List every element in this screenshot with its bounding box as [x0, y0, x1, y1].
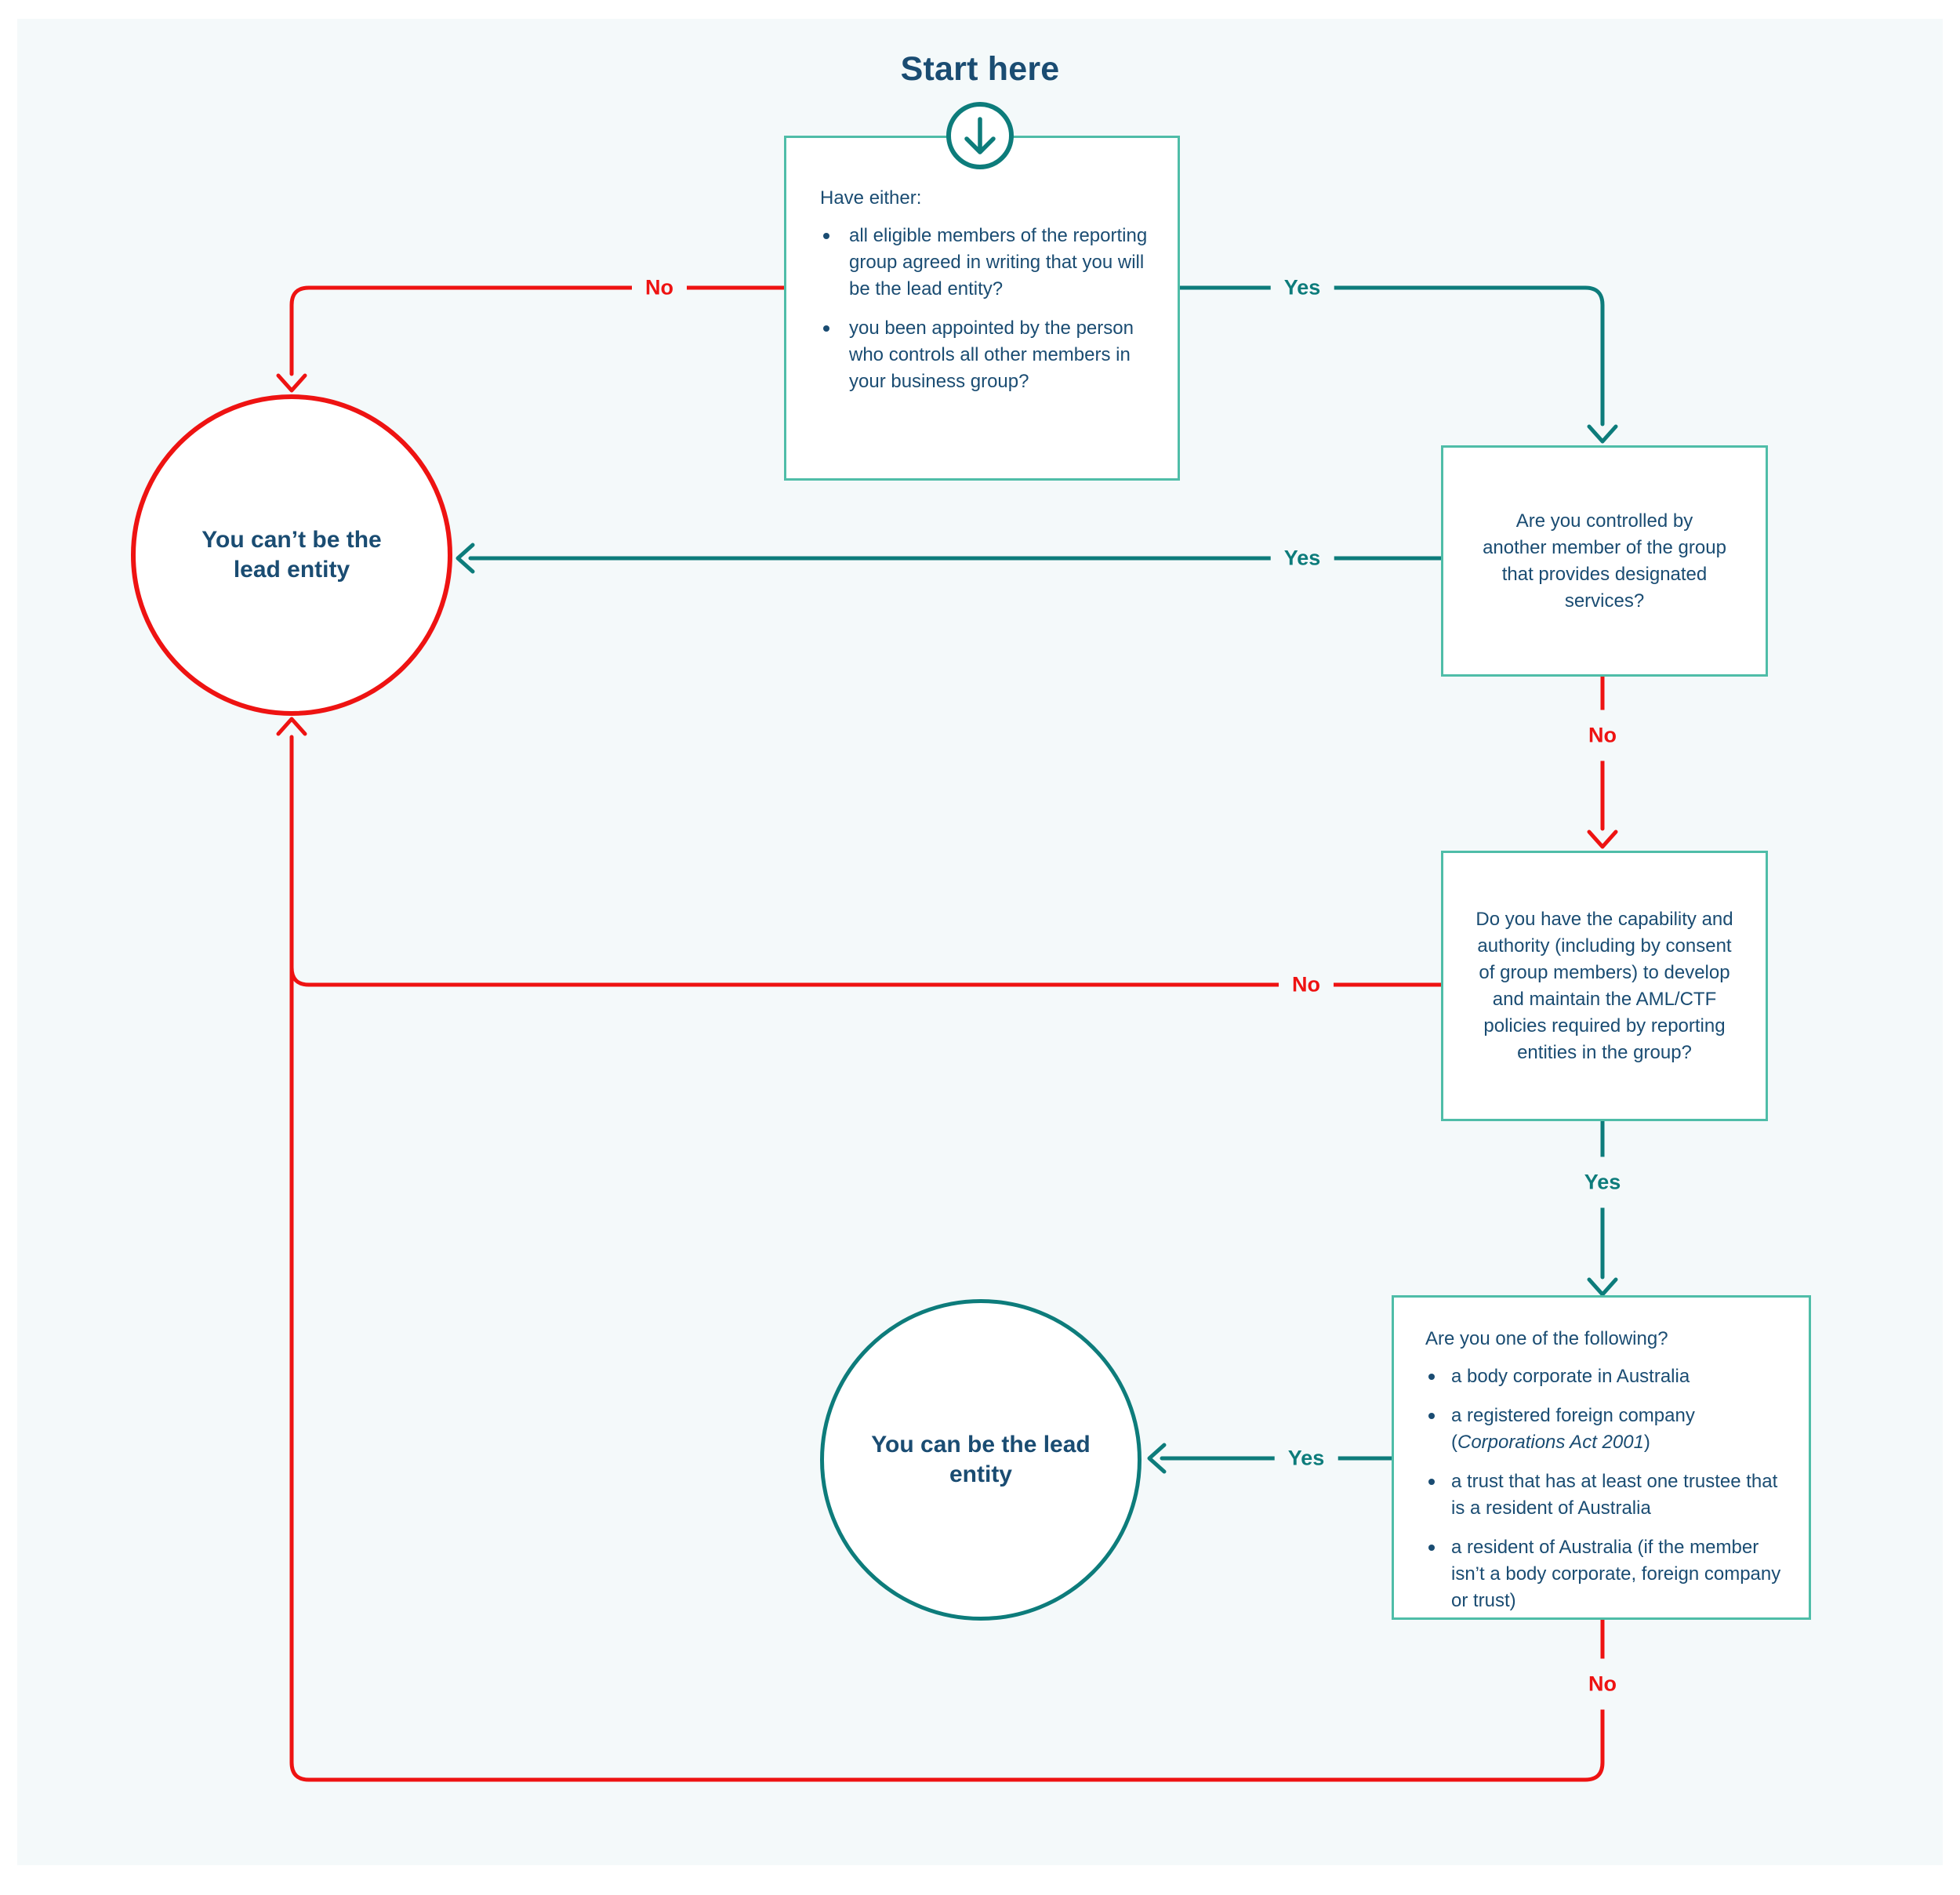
question-text: Do you have the capability and authority…	[1475, 908, 1733, 1063]
outcome-text: You can be the lead entity	[871, 1432, 1091, 1487]
edge-label-q1-no: No	[632, 274, 687, 302]
arrowhead-left-icon	[456, 543, 475, 574]
edge-q1-no-line	[289, 285, 786, 376]
list-item: a trust that has at least one trustee th…	[1425, 1468, 1785, 1522]
arrowhead-down-icon	[1587, 830, 1618, 849]
question-box-capability-authority: Do you have the capability and authority…	[1441, 851, 1768, 1121]
bullet-text: a resident of Australia (if the member i…	[1451, 1537, 1781, 1611]
question-box-have-either: Have either: all eligible members of the…	[784, 136, 1180, 481]
bullet-list: a body corporate in Australia a register…	[1425, 1363, 1785, 1614]
arrowhead-up-icon	[276, 717, 307, 736]
edge-label-q3-no: No	[1279, 971, 1334, 999]
outcome-text: You can’t be the lead entity	[201, 527, 382, 583]
bullet-list: all eligible members of the reporting gr…	[820, 223, 1148, 395]
list-item: a registered foreign company (Corporatio…	[1425, 1403, 1785, 1456]
outcome-cant-be-lead-entity: You can’t be the lead entity	[131, 394, 452, 716]
bullet-text: )	[1643, 1432, 1650, 1453]
edge-q1-yes-line	[1178, 285, 1605, 427]
bullet-dot-icon	[823, 325, 829, 332]
bullet-dot-icon	[1428, 1545, 1435, 1551]
edge-label-q4-no: No	[1581, 1658, 1624, 1710]
question-intro: Have either:	[820, 187, 922, 209]
bullet-text-italic: Corporations Act 2001	[1457, 1432, 1644, 1453]
edge-label-q3-yes: Yes	[1577, 1156, 1628, 1208]
list-item: a resident of Australia (if the member i…	[1425, 1534, 1785, 1614]
outcome-can-be-lead-entity: You can be the lead entity	[820, 1299, 1142, 1621]
arrowhead-down-icon	[276, 373, 307, 393]
edge-q3-no-line	[289, 965, 1443, 987]
bullet-dot-icon	[1428, 1374, 1435, 1380]
edge-label-q2-no: No	[1581, 710, 1624, 761]
bullet-text: a body corporate in Australia	[1451, 1366, 1690, 1387]
edge-label-q1-yes: Yes	[1270, 274, 1334, 302]
question-text: Are you controlled by another member of …	[1483, 510, 1726, 612]
page-title: Start here	[900, 50, 1060, 88]
bullet-text: all eligible members of the reporting gr…	[849, 225, 1148, 299]
start-down-arrow-icon	[946, 102, 1014, 169]
edge-label-q2-yes: Yes	[1270, 544, 1334, 572]
edge-q4-no-loop-line	[289, 735, 1605, 1782]
arrowhead-left-icon	[1147, 1443, 1167, 1474]
list-item: you been appointed by the person who con…	[820, 315, 1148, 395]
icon-arrow	[964, 117, 996, 154]
bullet-text: a registered foreign company (	[1451, 1405, 1695, 1453]
question-intro: Are you one of the following?	[1425, 1328, 1668, 1349]
arrowhead-down-icon	[1587, 424, 1618, 444]
bullet-dot-icon	[1428, 1479, 1435, 1485]
down-arrow-circle-icon	[946, 102, 1014, 169]
arrowhead-down-icon	[1587, 1277, 1618, 1297]
edge-label-q4-yes: Yes	[1274, 1444, 1338, 1472]
bullet-text: a trust that has at least one trustee th…	[1451, 1471, 1778, 1519]
bullet-text: you been appointed by the person who con…	[849, 318, 1134, 392]
list-item: a body corporate in Australia	[1425, 1363, 1785, 1390]
question-box-controlled-by-member: Are you controlled by another member of …	[1441, 445, 1768, 677]
bullet-dot-icon	[1428, 1413, 1435, 1419]
list-item: all eligible members of the reporting gr…	[820, 223, 1148, 303]
question-box-entity-type: Are you one of the following? a body cor…	[1392, 1295, 1811, 1620]
bullet-dot-icon	[823, 233, 829, 239]
